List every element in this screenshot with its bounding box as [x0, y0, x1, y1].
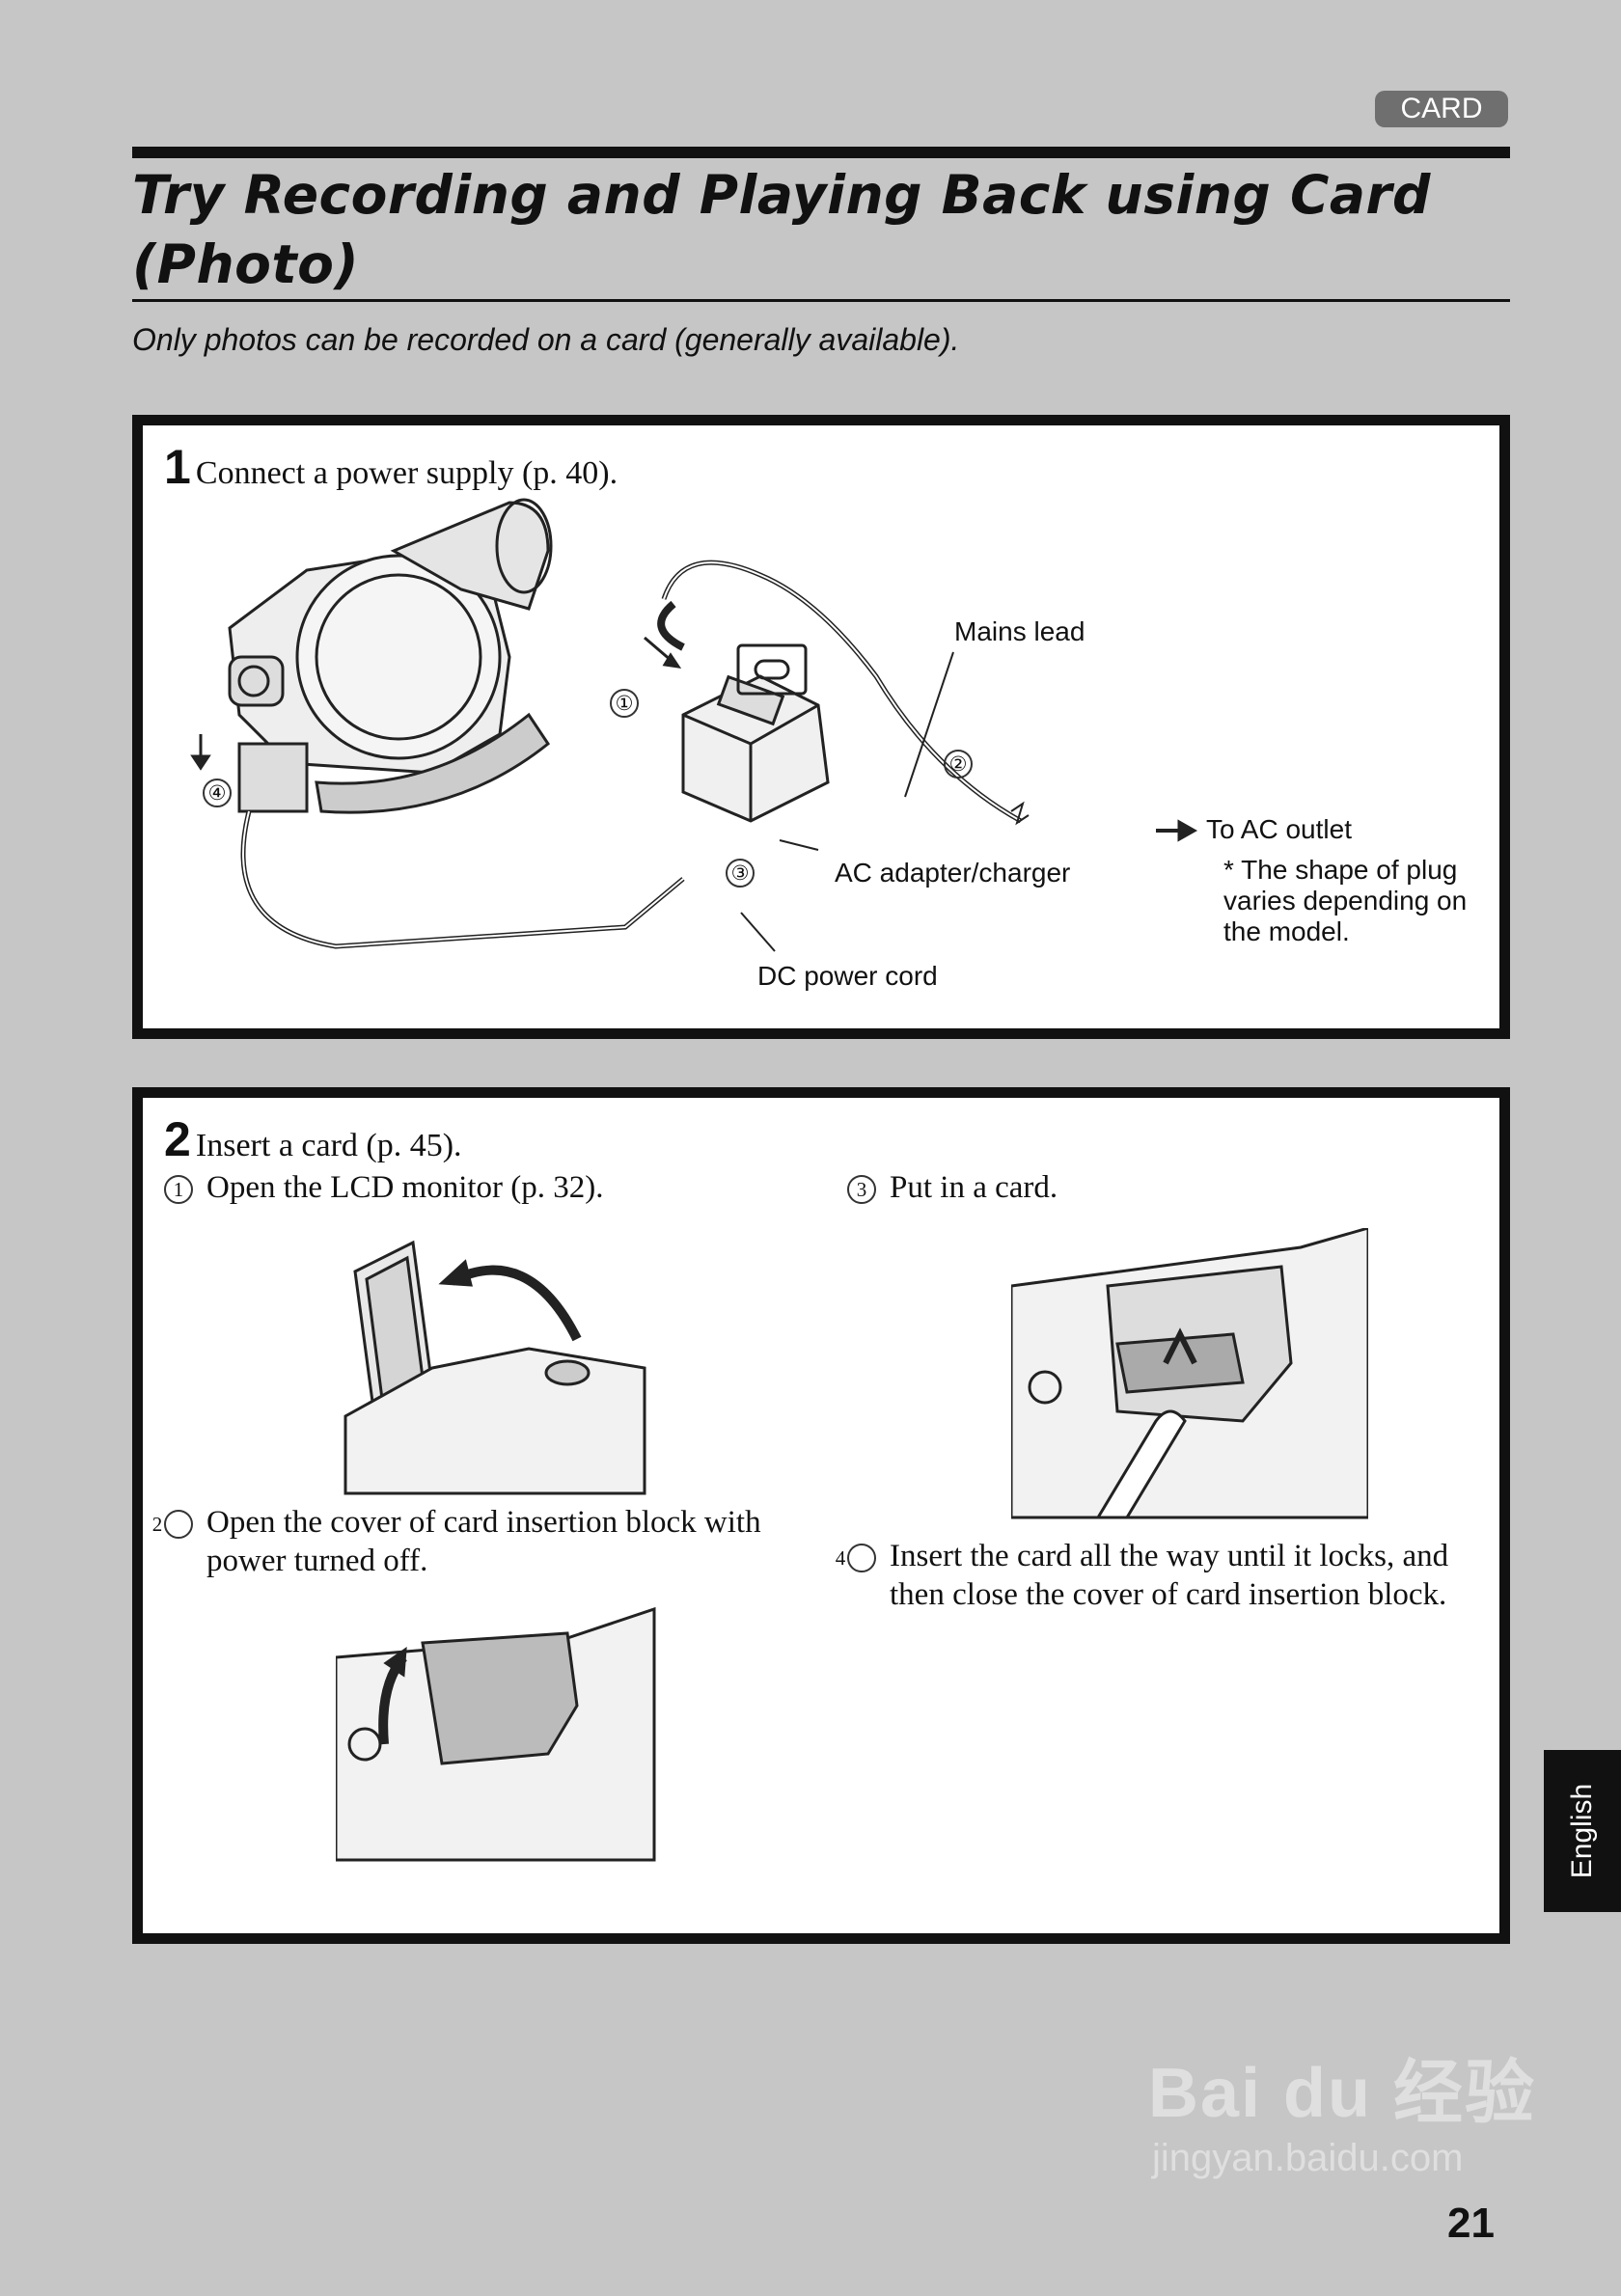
step2-heading: 2 Insert a card (p. 45). — [164, 1111, 462, 1167]
step2-number: 2 — [164, 1112, 191, 1166]
title-rule — [132, 299, 1510, 302]
insert-card-illustration — [1011, 1228, 1368, 1519]
callout-2: ② — [944, 747, 986, 779]
label-ac-adapter: AC adapter/charger — [835, 858, 1071, 888]
step1-text: Connect a power supply (p. 40). — [195, 455, 618, 491]
label-mains-lead: Mains lead — [954, 616, 1085, 646]
page-subtitle: Only photos can be recorded on a card (g… — [132, 322, 960, 357]
callout-4: ④ — [203, 776, 245, 807]
step2-text: Insert a card (p. 45). — [195, 1128, 462, 1163]
power-supply-illustration — [190, 498, 1198, 952]
callout-1: ① — [610, 686, 652, 718]
top-rule — [132, 147, 1510, 158]
label-plug-note: * The shape of plug varies depending on … — [1223, 855, 1468, 946]
language-tab-label: English — [1566, 1783, 1598, 1879]
step1-number: 1 — [164, 440, 191, 494]
section-badge: CARD — [1375, 91, 1508, 127]
label-dc-cord: DC power cord — [757, 961, 938, 991]
cover-open-illustration — [336, 1606, 656, 1862]
watermark-brand: Bai du 经验 — [1148, 2055, 1537, 2132]
language-tab: English — [1544, 1750, 1621, 1912]
lcd-open-illustration — [343, 1240, 646, 1495]
watermark-url: jingyan.baidu.com — [1152, 2137, 1464, 2179]
step1-heading: 1 Connect a power supply (p. 40). — [164, 439, 618, 495]
callout-3: ③ — [726, 856, 768, 888]
step1-box: 1 Connect a power supply (p. 40). — [132, 415, 1510, 1039]
page-number: 21 — [1447, 2200, 1495, 2247]
label-to-outlet: To AC outlet — [1206, 814, 1352, 844]
page-title: Try Recording and Playing Back using Car… — [132, 164, 1431, 295]
baidu-watermark: Bai du 经验 jingyan.baidu.com — [1148, 2036, 1536, 2180]
